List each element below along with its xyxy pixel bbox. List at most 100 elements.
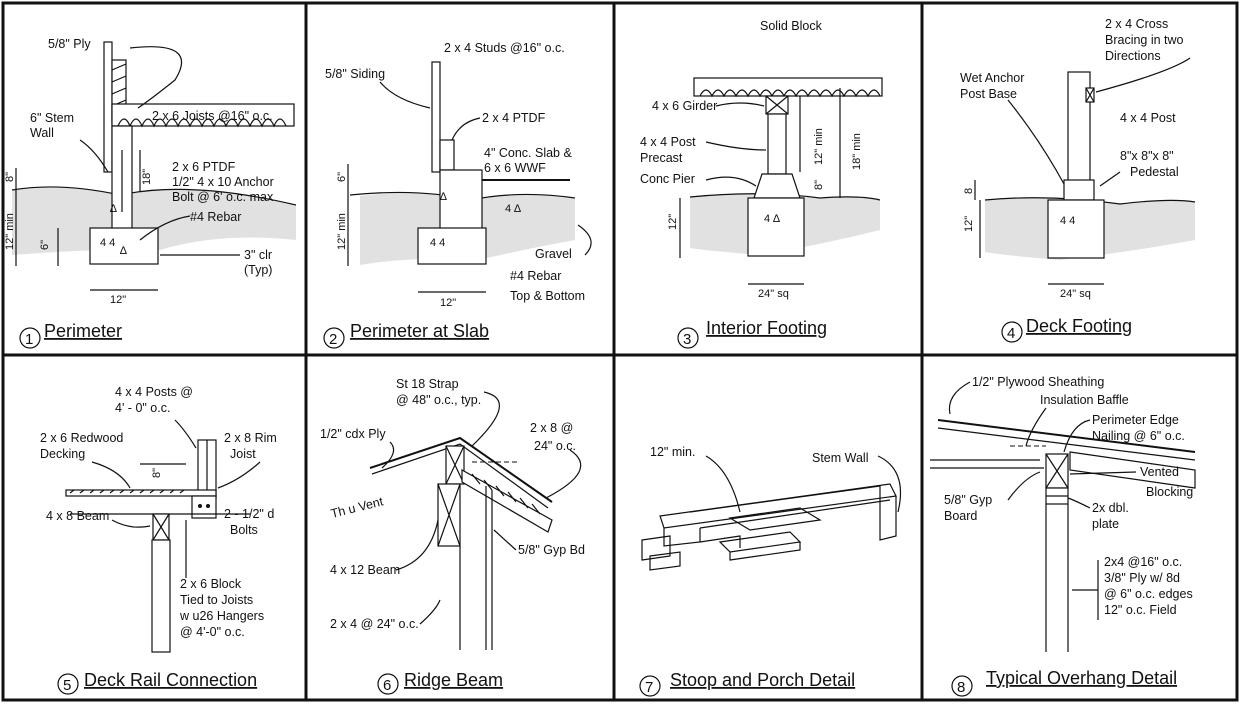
label-brace-2: Bracing in two [1105,33,1184,47]
panel-number: 6 [383,677,391,694]
label-posts-2: 4' - 0" o.c. [115,401,170,415]
label-anchor-1: Wet Anchor [960,71,1024,85]
panel-title: Interior Footing [706,318,827,338]
label-ptdf: 2 x 6 PTDF [172,160,236,174]
label-cdx: 1/2" cdx Ply [320,427,386,441]
label-stem-wall: Stem Wall [812,451,869,465]
svg-text:∆: ∆ [110,203,117,215]
panel-number: 4 [1007,325,1015,342]
label-girder: 4 x 6 Girder [652,99,717,113]
label-gyp-2: Board [944,509,977,523]
panel-title: Deck Rail Connection [84,670,257,690]
label-edge-1: Perimeter Edge [1092,413,1179,427]
label-block-2: Tied to Joists [180,593,253,607]
panel-perimeter: ∆ 4 4 ∆ 5/8" Ply 6" Stem Wall 2 x 6 Jois… [4,37,297,349]
label-rebar: #4 Rebar [190,210,241,224]
label-post: 4 x 4 Post [1120,111,1176,125]
label-vented-1: Vented [1140,465,1179,479]
panel-number: 3 [683,331,691,348]
label-plate-2: plate [1092,517,1119,531]
panel-title: Deck Footing [1026,316,1132,336]
label-vent: Th u Vent [329,494,385,521]
panel-deck-rail-connection: 4 x 4 Posts @ 4' - 0" o.c. 2 x 6 Redwood… [40,385,277,695]
label-sheathing: 1/2" Plywood Sheathing [972,375,1104,389]
label-decking-1: 2 x 6 Redwood [40,431,123,445]
panel-perimeter-at-slab: ∆ 4 4 4 ∆ 2 x 4 Studs @16" o.c. 5/8" Sid… [323,41,592,349]
label-beam: 4 x 8 Beam [46,509,109,523]
label-strap-2: @ 48" o.c., typ. [396,393,481,407]
label-rim-2: Joist [230,447,256,461]
dim-24sq: 24" sq [758,288,789,300]
dim-18: 18" [141,169,153,185]
label-brace-1: 2 x 4 Cross [1105,17,1168,31]
label-clr-2: (Typ) [244,263,272,277]
svg-text:4 ∆: 4 ∆ [764,213,780,225]
svg-text:4 ∆: 4 ∆ [505,203,521,215]
label-gyp-1: 5/8" Gyp [944,493,992,507]
dim-8: 8 [963,188,975,194]
panel-number: 2 [329,331,337,348]
panel-number: 7 [645,679,653,696]
panel-number: 1 [25,331,33,348]
label-rebar-2: Top & Bottom [510,289,585,303]
panel-interior-footing: 4 ∆ Solid Block 4 x 6 Girder 4 x 4 Post … [640,19,883,349]
label-bolts-1: 2 - 1/2" d [224,507,274,521]
label-anchor-2: Bolt @ 6' o.c. max [172,190,274,204]
dim-8: 8" [813,180,825,190]
label-wall-4: 12" o.c. Field [1104,603,1177,617]
panel-number: 5 [63,677,71,694]
dim-12: 12" [440,297,456,309]
panel-title: Typical Overhang Detail [986,668,1177,688]
label-ptdf: 2 x 4 PTDF [482,111,546,125]
svg-text:4 4: 4 4 [430,237,445,249]
dim-12min: 12" min [336,213,348,250]
label-anchor-1: 1/2" 4 x 10 Anchor [172,175,274,189]
panel-stoop-porch: 12" min. Stem Wall 7 Stoop and Porch Det… [639,445,902,697]
dim-12min: 12" min [813,128,825,165]
panel-ridge-beam: St 18 Strap @ 48" o.c., typ. 1/2" cdx Pl… [320,377,585,695]
label-wall-1: 2x4 @16" o.c. [1104,555,1182,569]
label-gyp: 5/8" Gyp Bd [518,543,585,557]
label-rebar-1: #4 Rebar [510,269,561,283]
label-min: 12" min. [650,445,695,459]
dim-24sq: 24" sq [1060,288,1091,300]
dim-12: 12" [110,294,126,306]
dim-8: 8" [151,468,163,478]
panel-title: Ridge Beam [404,670,503,690]
dim-12: 12" [963,216,975,232]
label-plate-1: 2x dbl. [1092,501,1129,515]
label-baffle: Insulation Baffle [1040,393,1129,407]
svg-text:4 4: 4 4 [1060,215,1075,227]
label-stem-2: Wall [30,126,54,140]
panel-title: Stoop and Porch Detail [670,670,855,690]
label-rim-1: 2 x 8 Rim [224,431,277,445]
label-post-2: Precast [640,151,683,165]
dim-12: 12" [667,214,679,230]
label-post-1: 4 x 4 Post [640,135,696,149]
label-bolts-2: Bolts [230,523,258,537]
svg-text:4 4: 4 4 [100,237,115,249]
label-siding: 5/8" Siding [325,67,385,81]
label-decking-2: Decking [40,447,85,461]
label-posts-1: 4 x 4 Posts @ [115,385,193,399]
label-block-3: w u26 Hangers [179,609,264,623]
label-vented-2: Blocking [1146,485,1193,499]
label-post-3: Conc Pier [640,172,695,186]
svg-text:∆: ∆ [440,191,447,203]
label-studs: 2 x 4 @ 24" o.c. [330,617,419,631]
label-gravel: Gravel [535,247,572,261]
label-clr-1: 3" clr [244,248,272,262]
label-block-1: 2 x 6 Block [180,577,242,591]
dim-18min: 18" min [851,133,863,170]
label-ped-2: Pedestal [1130,165,1179,179]
label-slab-1: 4" Conc. Slab & [484,146,572,160]
label-wall-2: 3/8" Ply w/ 8d [1104,571,1180,585]
label-stem-1: 6" Stem [30,111,74,125]
label-strap-1: St 18 Strap [396,377,459,391]
label-ped-1: 8"x 8"x 8" [1120,149,1174,163]
dim-8: 8" [4,172,16,182]
panel-title: Perimeter at Slab [350,321,489,341]
label-brace-3: Directions [1105,49,1161,63]
label-solid-block: Solid Block [760,19,823,33]
